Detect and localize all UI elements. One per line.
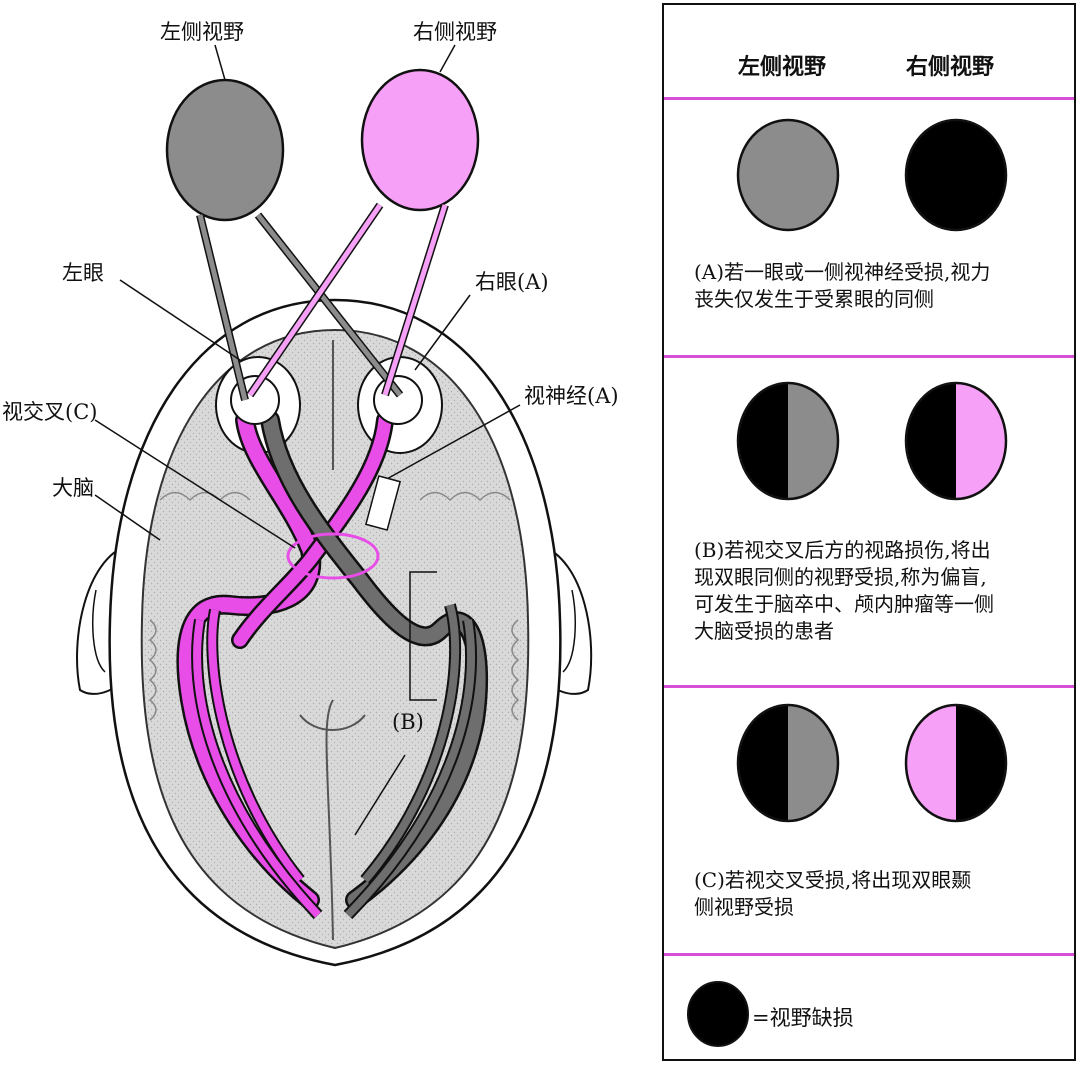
right-field-label: 右侧视野 bbox=[413, 20, 497, 44]
left-optic-pathway bbox=[178, 412, 319, 908]
row-c-left-field bbox=[738, 705, 838, 821]
chiasm-marker bbox=[286, 532, 380, 580]
legend-text: =视野缺损 bbox=[752, 1006, 854, 1030]
row-b-fields bbox=[736, 381, 1008, 501]
lesion-panel: 左侧视野 右侧视野 (A)若一眼或一侧视神经受损,视力 丧失仅发生于受累眼的同侧… bbox=[662, 3, 1076, 1061]
legend-swatch bbox=[687, 981, 749, 1047]
separator bbox=[664, 953, 1074, 956]
visual-pathway-diagram: 左侧视野 右侧视野 左眼 右眼(A) 视神经(A) 视交叉(C) 大脑 (B) bbox=[2, 20, 619, 967]
right-eye bbox=[373, 375, 423, 425]
optic-nerve-label: 视神经(A) bbox=[524, 384, 619, 408]
right-field-ray-1 bbox=[247, 203, 383, 397]
left-eye-label: 左眼 bbox=[62, 261, 104, 285]
row-a-text: (A)若一眼或一侧视神经受损,视力 丧失仅发生于受累眼的同侧 bbox=[694, 260, 991, 311]
left-visual-field bbox=[165, 78, 285, 222]
left-field-ray-1 bbox=[197, 214, 248, 401]
chiasm-label: 视交叉(C) bbox=[2, 400, 98, 424]
left-field-label: 左侧视野 bbox=[160, 20, 244, 44]
separator bbox=[664, 685, 1074, 688]
separator bbox=[664, 355, 1074, 358]
right-visual-field bbox=[360, 68, 480, 212]
row-a-left-field bbox=[736, 118, 840, 232]
row-c-text: (C)若视交叉受损,将出现双眼颞 侧视野受损 bbox=[694, 868, 972, 919]
panel-header-right: 右侧视野 bbox=[906, 55, 995, 80]
row-a-fields bbox=[736, 118, 1008, 232]
row-b-left-field bbox=[738, 383, 838, 499]
row-b-text: (B)若视交叉后方的视路损伤,将出 现双眼同侧的视野受损,称为偏盲, 可发生于脑… bbox=[694, 538, 994, 643]
right-optic-pathway bbox=[262, 412, 486, 908]
left-field-ray-2 bbox=[256, 213, 402, 397]
right-field-ray-2 bbox=[382, 204, 448, 396]
row-b-right-field bbox=[906, 383, 1006, 499]
row-a-right-field bbox=[904, 118, 1008, 232]
separator bbox=[664, 97, 1074, 100]
row-c-right-field bbox=[906, 705, 1006, 821]
panel-header-left: 左侧视野 bbox=[738, 55, 827, 80]
diagram-svg bbox=[76, 44, 593, 967]
b-label: (B) bbox=[392, 710, 424, 734]
right-eye-label: 右眼(A) bbox=[475, 270, 549, 294]
row-c-fields bbox=[736, 703, 1008, 823]
right-nasal-crossing bbox=[233, 413, 392, 647]
cerebrum-label: 大脑 bbox=[52, 476, 94, 500]
